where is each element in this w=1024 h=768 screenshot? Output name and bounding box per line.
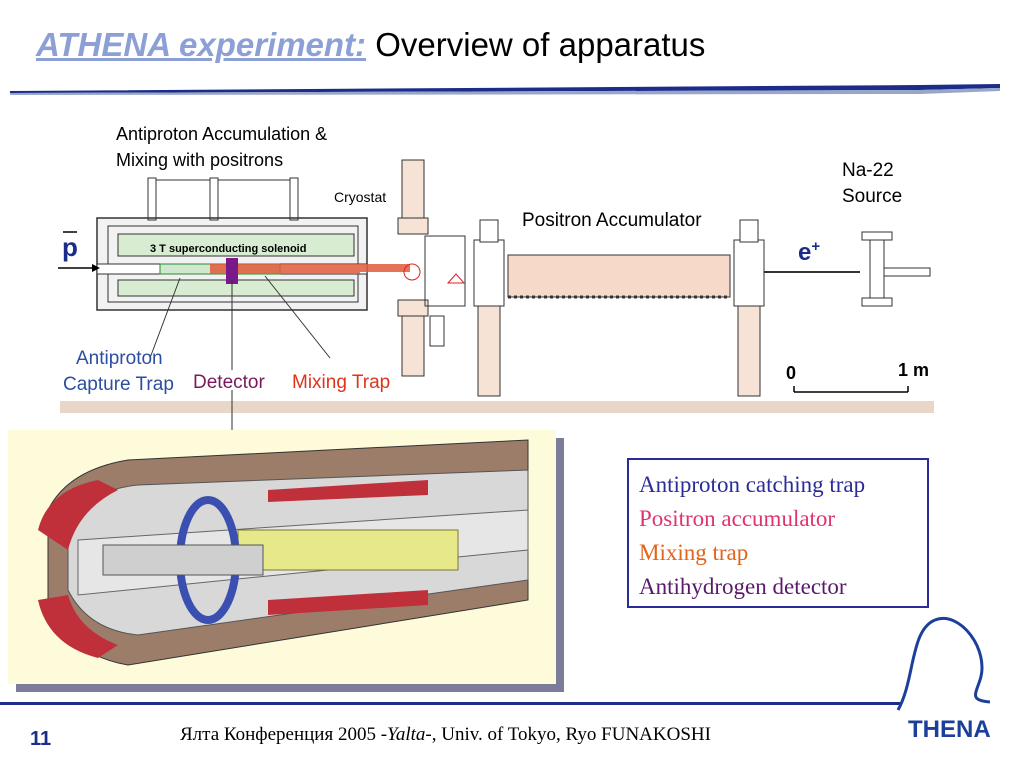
athena-logo-text: THENA [908, 716, 991, 743]
footer-credit: Ялта Конференция 2005 -Yalta-, Univ. of … [180, 724, 711, 746]
capture-trap-label-line2: Capture Trap [63, 374, 174, 395]
legend-item-positron-accumulator: Positron accumulator [639, 506, 836, 531]
scale-zero-label: 0 [786, 363, 797, 383]
apparatus-diagram [58, 159, 934, 430]
title-rule [10, 84, 1000, 95]
detector-cutaway-image [8, 430, 564, 692]
component-legend: Antiproton catching trap Positron accumu… [627, 458, 929, 608]
positron-symbol: e+ [798, 238, 820, 267]
capture-trap-label-line1: Antiproton [76, 348, 163, 369]
positron-accumulator-label: Positron Accumulator [522, 210, 702, 231]
na22-source [861, 231, 931, 307]
footer-credit-post: , Univ. of Tokyo, Ryo FUNAKOSHI [431, 724, 711, 745]
mixing-trap-label: Mixing Trap [292, 372, 391, 393]
page-number: 11 [30, 728, 52, 750]
positron-symbol-plus: + [811, 238, 821, 255]
accumulation-label-line2: Mixing with positrons [116, 150, 284, 170]
footer-credit-yalta: Yalta- [387, 724, 432, 745]
antiproton-symbol: p [62, 232, 78, 262]
legend-item-detector: Antihydrogen detector [639, 574, 847, 599]
cryostat-label: Cryostat [334, 189, 387, 205]
na22-label-line1: Na-22 [842, 160, 894, 181]
solenoid-label: 3 T superconducting solenoid [150, 243, 307, 255]
accumulation-label-line1: Antiproton Accumulation & [116, 124, 328, 144]
detector-label: Detector [193, 372, 265, 393]
na22-label-line2: Source [842, 186, 903, 207]
positron-accumulator-assembly [473, 219, 860, 397]
footer-rule [0, 702, 900, 705]
title-experiment: ATHENA experiment: [36, 26, 367, 63]
footer-credit-pre: Ялта Конференция 2005 - [180, 724, 388, 745]
legend-item-catching-trap: Antiproton catching trap [639, 472, 866, 497]
slide-title: ATHENA experiment: Overview of apparatus [36, 26, 705, 64]
legend-item-mixing-trap: Mixing trap [639, 540, 749, 565]
scale-one-label: 1 m [898, 360, 930, 380]
athena-logo-graphic [896, 616, 991, 711]
cryostat-tower [397, 159, 466, 377]
title-overview: Overview of apparatus [366, 26, 706, 63]
positron-symbol-e: e [798, 239, 812, 266]
